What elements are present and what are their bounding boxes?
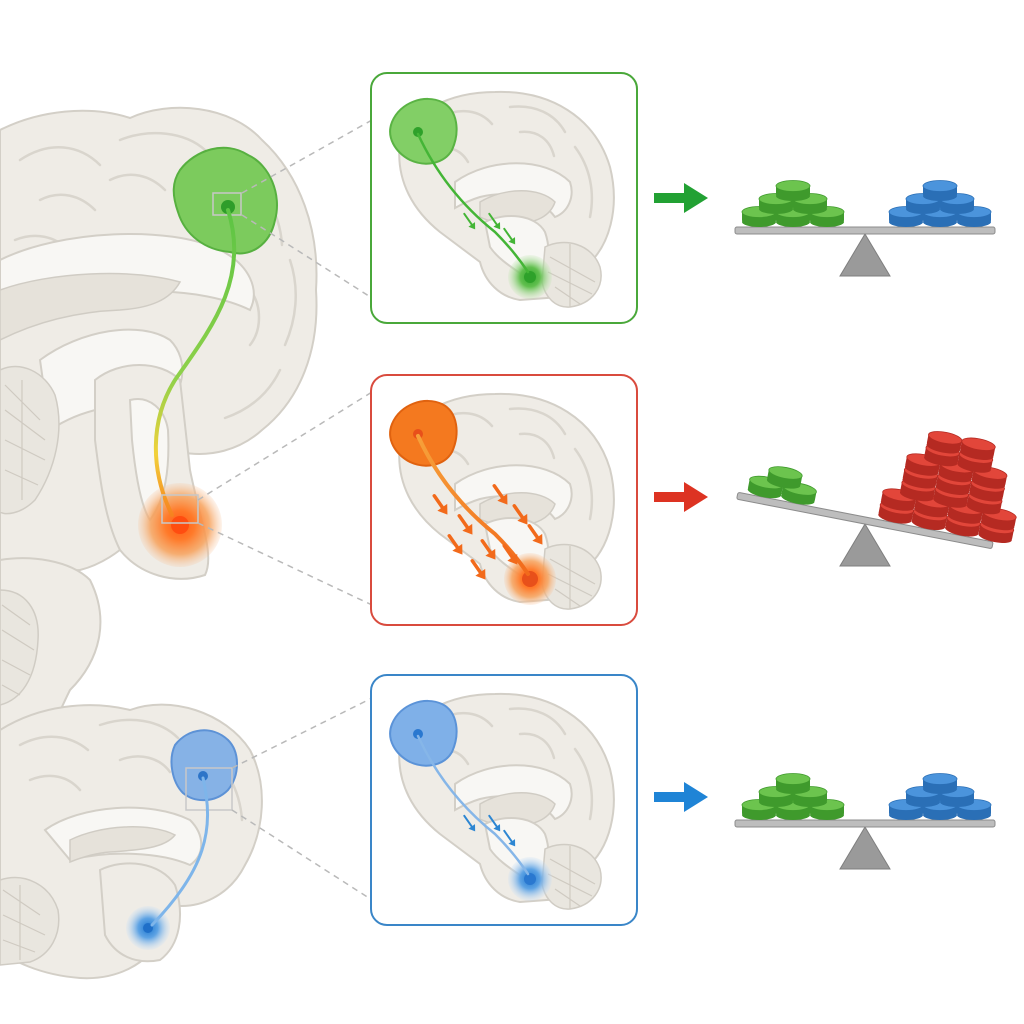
prefrontal-region-lower <box>170 729 238 802</box>
panel-green <box>370 72 638 324</box>
zoom-box-middle <box>161 494 199 524</box>
balance-scale-top <box>734 180 996 277</box>
fulcrum-icon <box>839 523 891 567</box>
tract-large <box>153 208 237 517</box>
flow-arrow-icon <box>457 514 473 535</box>
arrow-right-icon <box>654 782 708 812</box>
flow-arrow-icon <box>463 814 476 832</box>
token-icon <box>766 466 803 489</box>
panel-prefrontal-node <box>413 127 423 137</box>
flow-arrow-icon <box>512 504 528 525</box>
flow-arrow-icon <box>470 559 486 580</box>
panel-prefrontal-region <box>389 97 458 165</box>
balance-scale-bottom <box>734 773 996 870</box>
flow-arrow-icon <box>503 829 516 847</box>
token-icon <box>758 193 794 214</box>
flow-arrow-icon <box>480 539 496 560</box>
fulcrum-icon <box>839 826 891 870</box>
scale-beam <box>734 180 996 235</box>
panel-tract <box>416 434 530 576</box>
token-icon <box>939 193 975 214</box>
panel-amygdala-node <box>524 873 536 885</box>
right-token-stack <box>888 773 992 820</box>
amygdala-node-lower <box>143 923 153 933</box>
flow-arrow-icon <box>527 524 543 545</box>
flow-arrow-icon <box>447 534 463 555</box>
right-token-stack <box>878 431 1017 544</box>
token-icon <box>792 193 828 214</box>
token-icon <box>880 488 917 511</box>
panel-tract <box>416 734 530 876</box>
panel-tract <box>416 132 530 274</box>
arrow-right-icon <box>654 183 708 213</box>
arrow-right-icon <box>654 482 708 512</box>
balance-scale-middle <box>736 431 1017 567</box>
token-icon <box>922 773 958 794</box>
left-large-brain <box>0 106 318 797</box>
flow-arrow-icon <box>488 212 501 230</box>
panel-blue <box>370 674 638 926</box>
zoom-box-bottom <box>185 767 233 811</box>
panel-prefrontal-region <box>389 399 458 467</box>
token-icon <box>904 453 941 476</box>
panel-prefrontal-region <box>389 699 458 767</box>
token-icon <box>922 799 958 820</box>
flow-arrow-icon <box>492 484 508 505</box>
lower-left-brain <box>0 703 263 980</box>
prefrontal-node-large <box>221 200 235 214</box>
balance-scales <box>734 180 1017 870</box>
zoom-panels <box>370 72 638 926</box>
guide-lines <box>197 119 373 901</box>
flow-arrow-icon <box>502 544 518 565</box>
fulcrum-icon <box>839 233 891 277</box>
token-icon <box>888 799 924 820</box>
token-icon <box>775 773 811 794</box>
flow-arrow-icon <box>432 494 448 515</box>
flow-arrow-icon <box>503 227 516 245</box>
panel-amygdala-node <box>524 271 536 283</box>
zoom-box-top <box>212 192 242 216</box>
panel-prefrontal-node <box>413 729 423 739</box>
token-icon <box>792 786 828 807</box>
scale-beam <box>736 431 1017 549</box>
panel-amygdala-node <box>522 571 538 587</box>
tract-lower <box>150 776 209 927</box>
prefrontal-node-lower <box>198 771 208 781</box>
flow-arrow-icon <box>488 814 501 832</box>
left-token-stack <box>747 466 817 505</box>
token-icon <box>926 431 963 454</box>
panel-orange <box>370 374 638 626</box>
token-icon <box>905 786 941 807</box>
token-icon <box>922 180 958 201</box>
token-icon <box>775 180 811 201</box>
scale-beam <box>734 773 996 828</box>
left-token-stack <box>741 180 845 227</box>
flow-arrow-icon <box>463 212 476 230</box>
arrows <box>654 183 708 812</box>
left-token-stack <box>741 773 845 820</box>
token-icon <box>959 437 996 460</box>
right-token-stack <box>888 180 992 227</box>
token-icon <box>758 786 794 807</box>
amygdala-node-large <box>171 516 189 534</box>
